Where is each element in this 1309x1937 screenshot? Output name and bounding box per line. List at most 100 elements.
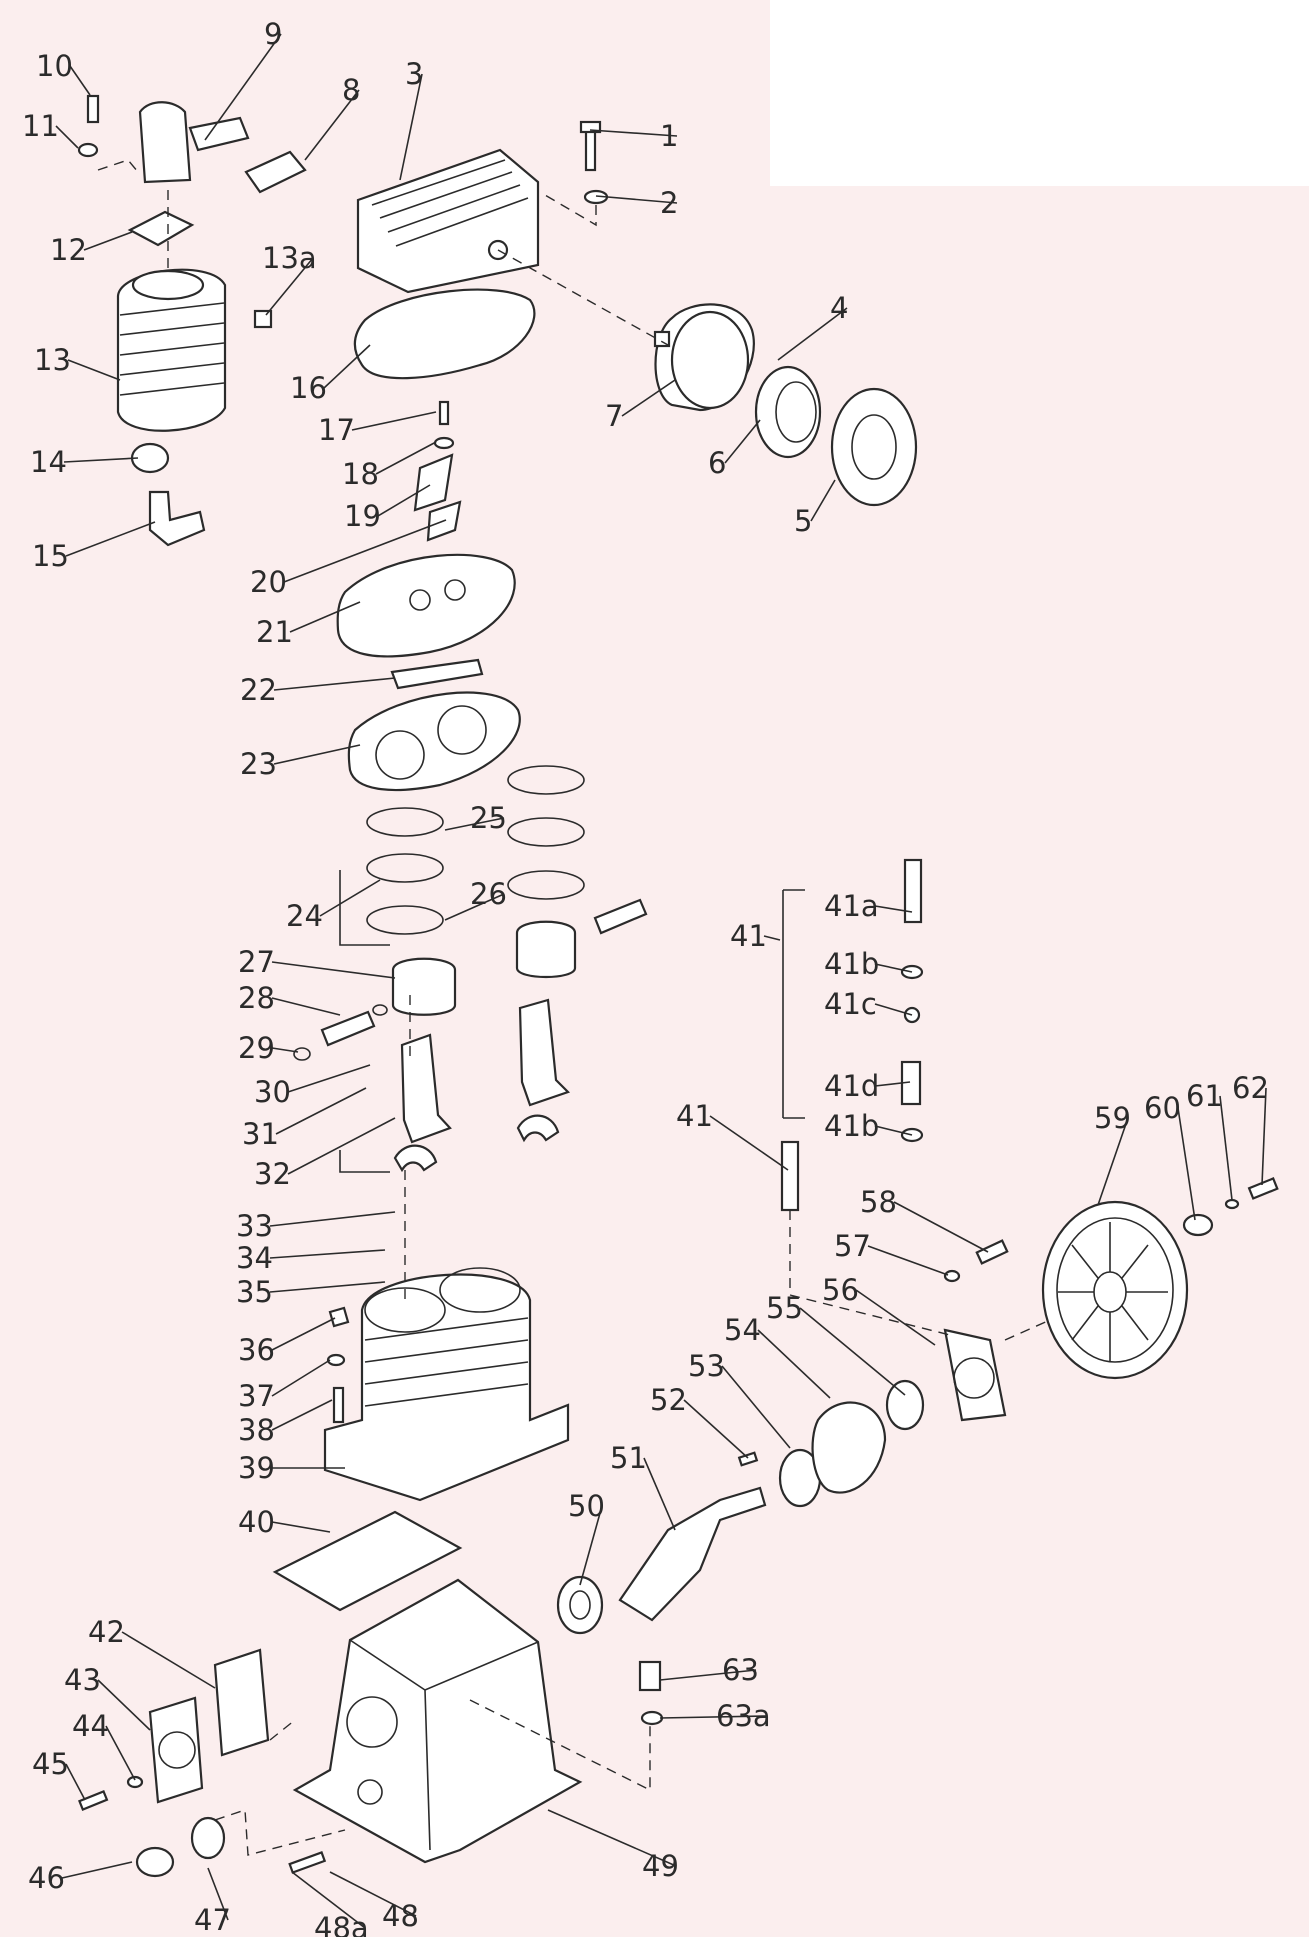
piston-ring-shape: [507, 870, 585, 900]
cylinder-head-fins: [371, 159, 529, 247]
leader-line-35: [269, 1281, 386, 1293]
callout-39: 39: [238, 1451, 275, 1485]
assembly-line: [1004, 1319, 1051, 1341]
leader-line-44: [105, 1725, 136, 1781]
plug-13a-shape: [253, 309, 273, 329]
leader-line-10: [69, 65, 91, 96]
callout-15: 15: [32, 539, 69, 573]
leader-line-14: [63, 457, 139, 463]
gasket-8-shape: [244, 150, 307, 194]
callout-16: 16: [290, 371, 327, 405]
filter-housing-rim: [670, 310, 750, 410]
head-bolt-head-shape: [579, 120, 602, 134]
callout-37: 37: [238, 1379, 275, 1413]
relief-valve-bracket: [782, 889, 805, 1119]
gasket-12-shape: [127, 210, 195, 247]
leader-line-60: [1177, 1107, 1196, 1221]
callout-52: 52: [650, 1383, 687, 1417]
leader-line-6: [724, 419, 761, 464]
crankcase-shape: [292, 1578, 583, 1864]
leader-line-23: [273, 744, 361, 765]
nut-36-shape: [328, 1306, 350, 1328]
valve-plate-hole: [444, 579, 466, 601]
callout-62: 62: [1232, 1071, 1269, 1105]
callout-41: 41: [730, 919, 767, 953]
callout-labels: 1234567891011121313a14151617181920212223…: [22, 17, 1269, 1937]
wrist-pin-shape: [320, 1010, 376, 1047]
callout-10: 10: [36, 49, 73, 83]
connecting-rod-shape: [518, 998, 571, 1107]
breather-63-shape: [638, 1660, 662, 1692]
leader-line-1: [589, 129, 678, 137]
washer-11-shape: [77, 142, 99, 158]
cylinder-head-shape: [356, 148, 540, 294]
washer-37-shape: [326, 1353, 346, 1367]
flywheel-pulley-shape: [1041, 1200, 1189, 1380]
callout-43: 43: [64, 1663, 101, 1697]
callout-2: 2: [660, 186, 678, 220]
leader-line-22: [273, 677, 396, 691]
callout-31: 31: [242, 1117, 279, 1151]
leader-line-34: [269, 1249, 386, 1259]
callout-34: 34: [236, 1241, 273, 1275]
leader-line-7: [621, 379, 676, 417]
sight-glass: [158, 1731, 196, 1769]
leader-line-25: [444, 817, 505, 831]
piston-ring-shape: [366, 807, 444, 837]
callout-57: 57: [834, 1229, 871, 1263]
bearing-cover-56-shape: [943, 1328, 1007, 1422]
callout-24: 24: [286, 899, 323, 933]
seal-55-shape: [885, 1379, 925, 1431]
leader-line-19: [377, 484, 431, 517]
piston-ring-shape: [366, 853, 444, 883]
callout-53: 53: [688, 1349, 725, 1383]
callout-27: 27: [238, 945, 275, 979]
leader-line-54: [757, 1329, 831, 1399]
blank-corner-panel: [770, 0, 1309, 186]
leader-line-40: [271, 1521, 331, 1533]
callout-20: 20: [250, 565, 287, 599]
seal-47-shape: [190, 1816, 226, 1860]
callout-48: 48: [382, 1899, 419, 1933]
cylinder-bore: [439, 1267, 521, 1313]
leader-line-33: [269, 1211, 396, 1227]
reed-22-shape: [390, 658, 484, 690]
leader-line-63a: [659, 1715, 768, 1719]
callout-5: 5: [794, 504, 812, 538]
assembly-line: [269, 1719, 296, 1741]
callout-17: 17: [318, 413, 355, 447]
callout-29: 29: [238, 1031, 275, 1065]
callout-28: 28: [238, 981, 275, 1015]
leader-line-56: [855, 1289, 936, 1346]
callout-30: 30: [254, 1075, 291, 1109]
callout-35: 35: [236, 1275, 273, 1309]
leader-line-15: [65, 521, 156, 557]
cylinder-bore: [364, 1287, 446, 1333]
leader-line-2: [595, 195, 678, 204]
callout-54: 54: [724, 1313, 761, 1347]
rod-cap-bracket: [339, 1150, 390, 1173]
leader-line-29: [271, 1047, 299, 1053]
callout-4: 4: [830, 291, 848, 325]
washer-57-shape: [943, 1269, 961, 1283]
leader-line-45: [65, 1763, 86, 1801]
assembly-line: [789, 1210, 951, 1336]
callout-38: 38: [238, 1413, 275, 1447]
gasket-54-shape: [811, 1401, 887, 1494]
leader-line-12: [83, 231, 133, 251]
leader-line-31: [275, 1087, 367, 1135]
piston-shape: [515, 920, 577, 979]
leader-line-13: [67, 359, 121, 381]
callout-36: 36: [238, 1333, 275, 1367]
leader-line-13a: [265, 257, 314, 316]
drain-48-shape: [288, 1851, 327, 1874]
part-drawings: [77, 94, 1279, 1878]
cylinder-fins: [364, 1317, 529, 1407]
leader-line-11: [55, 125, 79, 149]
elbow-9-shape: [138, 101, 192, 184]
callout-12: 12: [50, 233, 87, 267]
callout-44: 44: [72, 1709, 109, 1743]
crankcase-drain: [357, 1779, 383, 1805]
flywheel-spokes: [1058, 1222, 1168, 1362]
